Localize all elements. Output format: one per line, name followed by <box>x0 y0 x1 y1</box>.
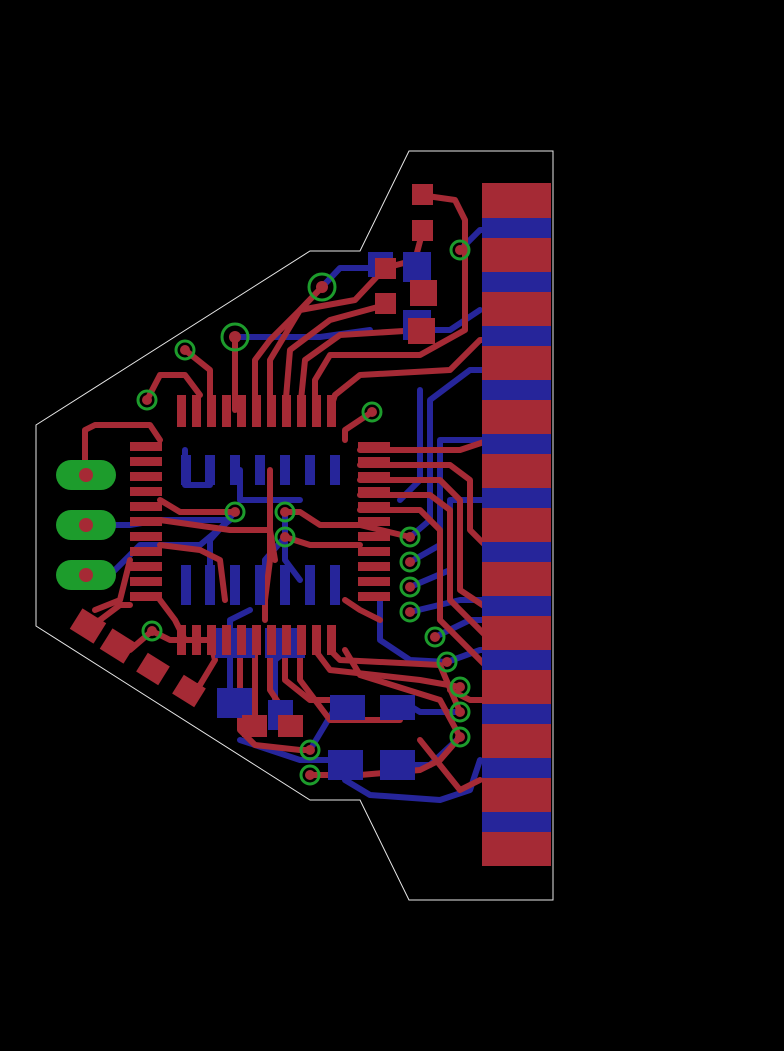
edge-finger <box>482 218 551 238</box>
edge-finger <box>482 758 551 778</box>
edge-finger <box>482 542 551 562</box>
top-passive-pads <box>242 184 437 737</box>
bottom-ic-pads <box>181 252 431 780</box>
vias <box>136 239 471 786</box>
via <box>399 601 421 623</box>
via <box>224 501 246 523</box>
via <box>424 626 446 648</box>
via <box>307 272 337 302</box>
edge-finger <box>482 596 551 616</box>
edge-finger <box>482 292 551 326</box>
edge-finger <box>482 400 551 434</box>
via <box>299 764 321 786</box>
via <box>449 726 471 748</box>
edge-finger <box>482 238 551 272</box>
edge-finger <box>482 670 551 704</box>
edge-finger <box>482 454 551 488</box>
edge-finger <box>482 832 551 866</box>
via <box>449 239 471 261</box>
via <box>299 739 321 761</box>
via <box>274 501 296 523</box>
edge-finger <box>482 488 551 508</box>
via <box>449 701 471 723</box>
via <box>141 620 163 642</box>
edge-finger <box>482 183 551 218</box>
smd-corner-pads <box>69 608 206 708</box>
edge-finger <box>482 326 551 346</box>
edge-finger <box>482 272 551 292</box>
top-ic-footprint <box>130 395 390 655</box>
edge-finger <box>482 380 551 400</box>
edge-finger <box>482 724 551 758</box>
edge-finger <box>482 434 551 454</box>
via <box>436 651 458 673</box>
via <box>399 526 421 548</box>
via <box>399 576 421 598</box>
edge-finger <box>482 508 551 542</box>
via <box>274 526 296 548</box>
via <box>136 389 158 411</box>
via <box>449 676 471 698</box>
edge-finger <box>482 650 551 670</box>
edge-finger <box>482 704 551 724</box>
board-outline <box>35 150 554 901</box>
edge-connector <box>482 183 551 866</box>
edge-finger <box>482 562 551 596</box>
through-hole-header <box>56 460 116 590</box>
edge-finger <box>482 778 551 812</box>
via <box>361 401 383 423</box>
via <box>399 551 421 573</box>
edge-finger <box>482 812 551 832</box>
via <box>220 322 250 352</box>
edge-finger <box>482 616 551 650</box>
edge-finger <box>482 346 551 380</box>
via <box>174 339 196 361</box>
